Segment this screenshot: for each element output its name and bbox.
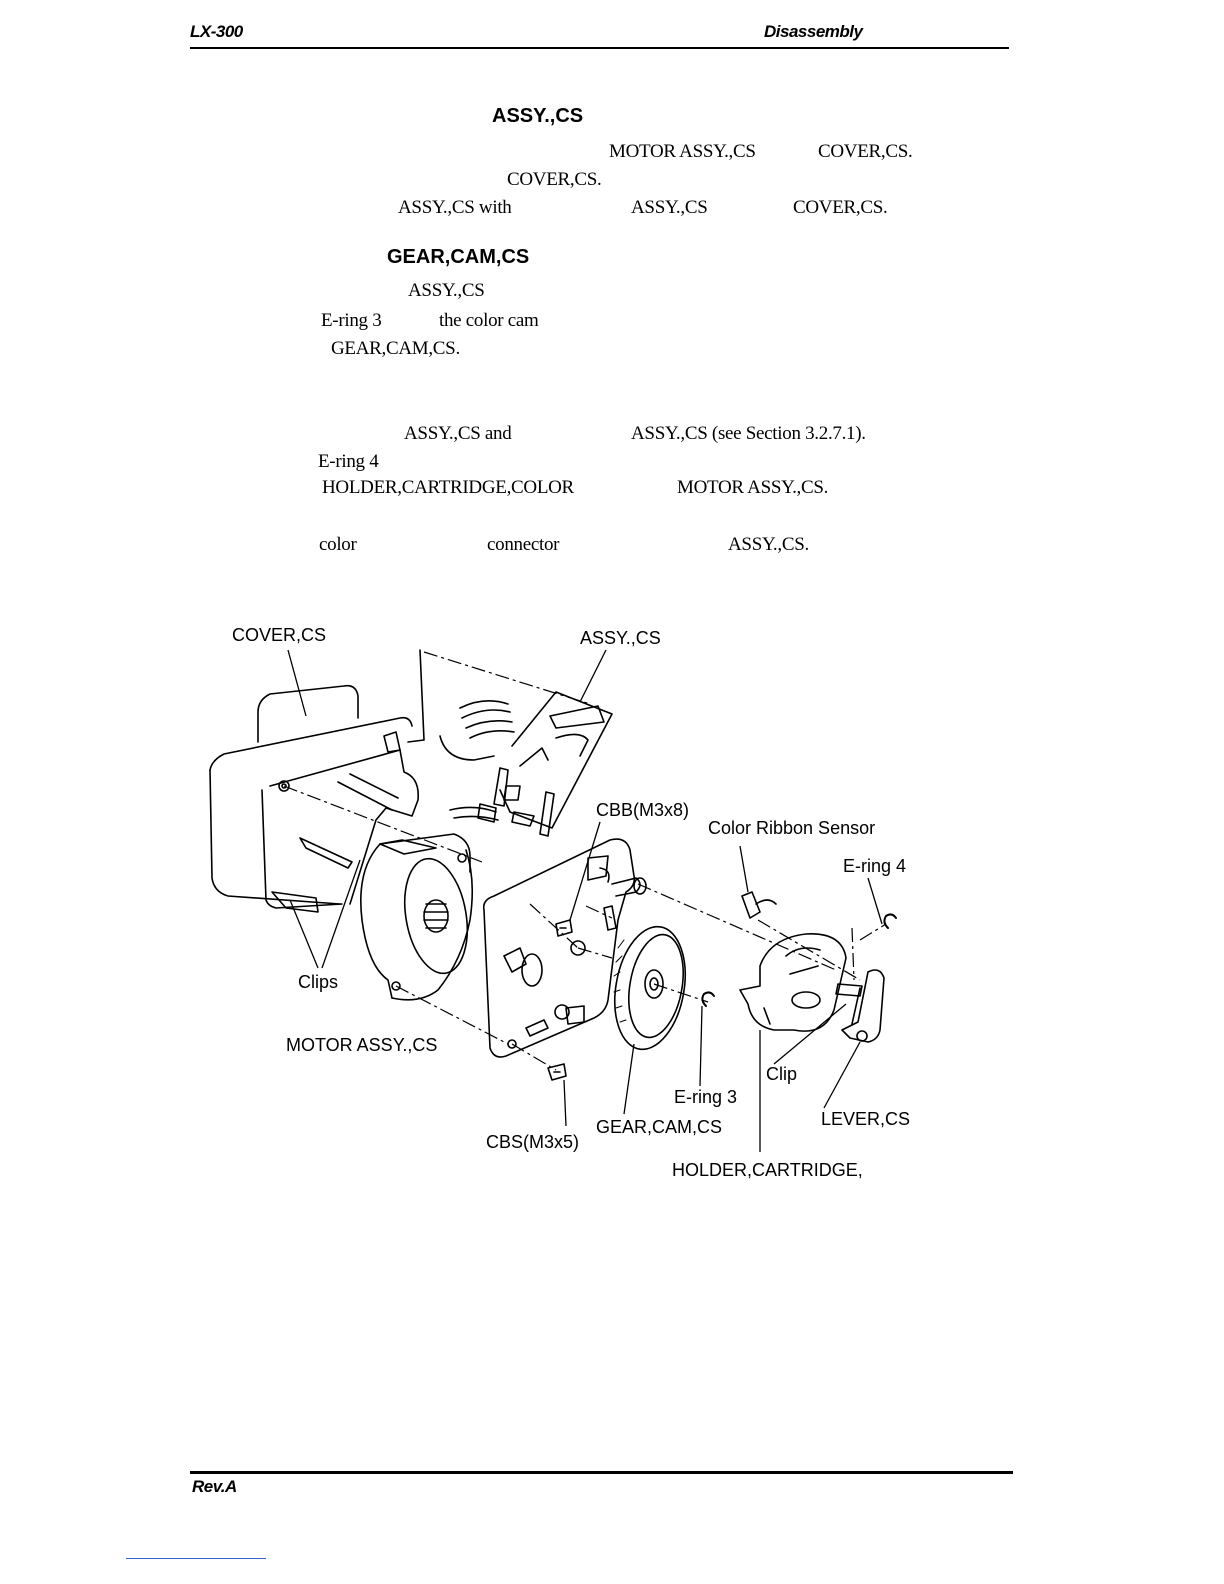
s1-l3-a: ASSY.,CS with	[398, 197, 512, 218]
lever-cs	[841, 969, 885, 1043]
label-cbb-screw: CBB(M3x8)	[596, 800, 690, 820]
label-e-ring-4: E-ring 4	[843, 856, 907, 876]
s2-l1-a: ASSY.,CS	[408, 280, 485, 301]
bottom-link-underline	[126, 1558, 266, 1559]
holder-cartridge	[739, 933, 847, 1032]
label-assy-cs: ASSY.,CS	[580, 628, 661, 648]
label-lever-cs: LEVER,CS	[821, 1109, 911, 1129]
s2-l3-a: GEAR,CAM,CS.	[331, 338, 460, 359]
section2-heading: GEAR,CAM,CS	[387, 246, 530, 268]
s1-l3-c: COVER,CS.	[793, 197, 888, 218]
footer-rule	[190, 1471, 1013, 1474]
motor-assy	[360, 833, 474, 1001]
label-clip: Clip	[766, 1064, 798, 1084]
label-gear-cam-cs: GEAR,CAM,CS	[596, 1117, 723, 1137]
s3-l1-a: ASSY.,CS and	[404, 423, 512, 444]
label-holder-cartridge: HOLDER,CARTRIDGE,	[672, 1160, 863, 1180]
label-color-ribbon-sensor: Color Ribbon Sensor	[708, 818, 876, 838]
header-section: Disassembly	[764, 22, 863, 41]
section1-heading: ASSY.,CS	[492, 105, 584, 127]
label-cover-cs: COVER,CS	[232, 625, 327, 645]
s3-l4-a: color	[319, 534, 357, 555]
s3-l4-c: ASSY.,CS.	[728, 534, 809, 555]
s1-l3-b: ASSY.,CS	[631, 197, 708, 218]
frame-plate	[482, 838, 647, 1058]
s1-l1-a: MOTOR ASSY.,CS	[609, 141, 756, 162]
footer-revision: Rev.A	[192, 1477, 237, 1496]
s1-l2-a: COVER,CS.	[507, 169, 602, 190]
label-motor-assy-cs: MOTOR ASSY.,CS	[286, 1035, 438, 1055]
header-model: LX-300	[190, 22, 243, 41]
cover-cs-part	[209, 684, 420, 913]
s1-l1-b: COVER,CS.	[818, 141, 913, 162]
s2-l2-b: the color cam	[439, 310, 539, 331]
s3-l3-a: HOLDER,CARTRIDGE,COLOR	[322, 477, 574, 498]
screws	[547, 919, 573, 1081]
header-rule	[190, 47, 1009, 49]
s2-l2-a: E-ring 3	[321, 310, 382, 331]
label-e-ring-3: E-ring 3	[674, 1087, 738, 1107]
gear-cam-cs	[613, 925, 686, 1051]
label-clips: Clips	[298, 972, 339, 992]
assy-cs-board	[407, 649, 613, 837]
s3-l4-b: connector	[487, 534, 560, 555]
color-ribbon-sensor	[741, 891, 777, 919]
label-cbs-screw: CBS(M3x5)	[486, 1132, 580, 1152]
s3-l3-b: MOTOR ASSY.,CS.	[677, 477, 829, 498]
clip-part	[835, 983, 863, 997]
s3-l2-a: E-ring 4	[318, 451, 379, 472]
s3-l1-b: ASSY.,CS (see Section 3.2.7.1).	[631, 423, 866, 444]
